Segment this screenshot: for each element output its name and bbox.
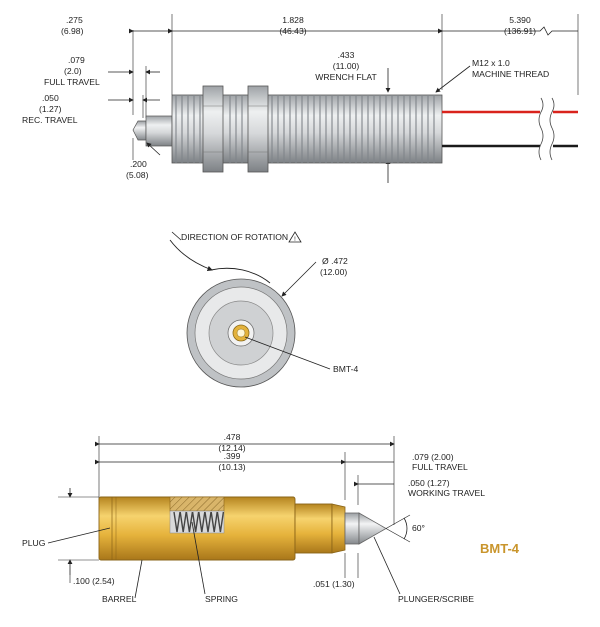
dim-050-mm-label: (1.27) bbox=[39, 104, 62, 114]
diameter-label: Ø .472 bbox=[322, 256, 348, 266]
barrel-taper bbox=[331, 503, 346, 554]
barrel-label: BARREL bbox=[102, 594, 137, 604]
end-view: DIRECTION OF ROTATION ! Ø .472 (12.00) B… bbox=[169, 231, 359, 388]
top-view: .275 (6.98) 1.828 (46.43) 5.390 (136.91)… bbox=[22, 14, 579, 183]
angle-label: 60° bbox=[412, 523, 425, 533]
spring-coil bbox=[185, 511, 194, 533]
cutaway-hatch bbox=[169, 496, 225, 512]
barrel-neck bbox=[294, 503, 333, 554]
angle-line bbox=[385, 514, 411, 529]
top-nose bbox=[145, 115, 173, 147]
dim-399-mm-label: (10.13) bbox=[218, 462, 245, 472]
dim-399-label: .399 bbox=[224, 451, 241, 461]
plug-label: PLUG bbox=[22, 538, 46, 548]
bmt-title: BMT-4 bbox=[480, 541, 520, 556]
dim-200-label: .200 bbox=[130, 159, 147, 169]
thread-ridges bbox=[175, 95, 435, 163]
warning-glyph: ! bbox=[294, 237, 296, 243]
dim-5390-label: 5.390 bbox=[509, 15, 531, 25]
thread-label: M12 x 1.0 bbox=[472, 58, 510, 68]
spring-coil bbox=[173, 511, 181, 533]
working-travel-caption: WORKING TRAVEL bbox=[408, 488, 485, 498]
leader-thread bbox=[435, 65, 471, 93]
full-travel-caption: FULL TRAVEL bbox=[412, 462, 468, 472]
plunger-tip bbox=[358, 512, 387, 545]
bmt-tip bbox=[236, 328, 246, 338]
full-travel-value: .079 (2.00) bbox=[412, 452, 454, 462]
direction-label: DIRECTION OF ROTATION bbox=[181, 232, 288, 242]
dim-478-mm-label: (12.14) bbox=[218, 443, 245, 453]
angle-arc bbox=[403, 517, 408, 540]
spring-coil bbox=[210, 511, 218, 533]
bmt-leader bbox=[244, 336, 331, 370]
dim-275-label: .275 bbox=[66, 15, 83, 25]
rotation-arc bbox=[210, 267, 271, 284]
diameter-mm-label: (12.00) bbox=[320, 267, 347, 277]
spring-coil bbox=[191, 511, 200, 533]
spring-leader bbox=[191, 521, 206, 595]
dim-079-mm-label: (2.0) bbox=[64, 66, 82, 76]
wrench-flat-label: WRENCH FLAT bbox=[315, 72, 377, 82]
angle-line bbox=[385, 528, 411, 543]
diameter-leader bbox=[281, 261, 317, 297]
plug-leader bbox=[47, 527, 111, 544]
direction-leader bbox=[171, 231, 182, 241]
top-plunger bbox=[132, 120, 147, 141]
leader-200 bbox=[146, 142, 161, 156]
working-travel-value: .050 (1.27) bbox=[408, 478, 450, 488]
spring-coil bbox=[198, 511, 206, 533]
dim-100-label: .100 (2.54) bbox=[73, 576, 115, 586]
machine-thread-label: MACHINE THREAD bbox=[472, 69, 549, 79]
full-travel-label: FULL TRAVEL bbox=[44, 77, 100, 87]
dim-478-label: .478 bbox=[224, 432, 241, 442]
dim-200-mm-label: (5.08) bbox=[126, 170, 149, 180]
spring bbox=[173, 511, 225, 533]
hex-nut-1 bbox=[202, 85, 224, 173]
spring-coil bbox=[179, 511, 187, 533]
bottom-view: .478 (12.14) .399 (10.13) .079 (2.00) FU… bbox=[22, 432, 520, 604]
plunger-label: PLUNGER/SCRIBE bbox=[398, 594, 474, 604]
barrel-leader bbox=[134, 559, 143, 599]
dim-051-label: .051 (1.30) bbox=[313, 579, 355, 589]
break-line bbox=[538, 97, 544, 161]
rotation-arrow bbox=[169, 239, 213, 271]
dim-050-label: .050 bbox=[42, 93, 59, 103]
dim-line-5390 bbox=[438, 26, 578, 36]
end-bmt-label: BMT-4 bbox=[333, 364, 359, 374]
dim-1828-label: 1.828 bbox=[282, 15, 304, 25]
spring-coil bbox=[204, 511, 212, 533]
rec-travel-label: REC. TRAVEL bbox=[22, 115, 78, 125]
dim-433-label: .433 bbox=[338, 50, 355, 60]
dim-5390-mm-label: (136.91) bbox=[504, 26, 536, 36]
dim-433-mm-label: (11.00) bbox=[333, 61, 360, 71]
dim-079-label: .079 bbox=[68, 55, 85, 65]
dim-275-mm-label: (6.98) bbox=[61, 26, 84, 36]
hex-nut-2 bbox=[247, 85, 269, 173]
spring-coil bbox=[216, 511, 225, 533]
warning-icon bbox=[288, 231, 302, 243]
plunger-leader bbox=[373, 536, 401, 595]
break-line bbox=[549, 97, 555, 161]
spring-label: SPRING bbox=[205, 594, 238, 604]
dim-1828-mm-label: (46.43) bbox=[279, 26, 306, 36]
plunger-body bbox=[344, 512, 360, 545]
